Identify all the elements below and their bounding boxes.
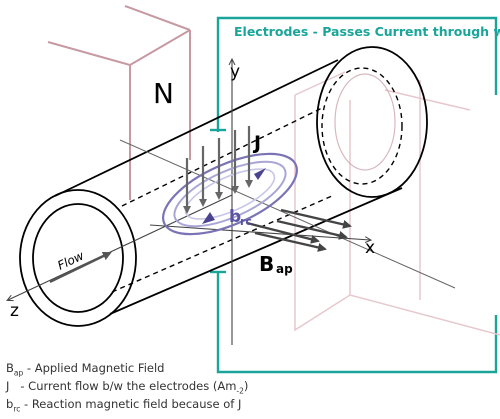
legend-text-sub: -2 — [236, 386, 244, 396]
pipe — [19, 46, 428, 327]
pipe-top-edge — [54, 59, 339, 197]
legend-text: - Reaction magnetic field because of J — [20, 397, 242, 411]
bap-label: B ap — [259, 252, 293, 276]
x-axis — [149, 224, 370, 240]
x-axis-label: x — [365, 238, 375, 258]
legend-text: - Applied Magnetic Field — [23, 361, 165, 375]
legend-item-bap: Bap - Applied Magnetic Field — [6, 361, 164, 377]
north-pole-label: N — [153, 77, 174, 110]
legend-item-brc: brc - Reaction magnetic field because of… — [6, 397, 241, 413]
pipe-front-outer — [19, 189, 137, 327]
j-label: J — [252, 132, 261, 154]
bap-field-arrows — [246, 208, 352, 252]
bap-label-main: B — [259, 252, 274, 276]
flow-label: Flow — [55, 248, 86, 272]
pipe-front-inner — [32, 203, 124, 313]
j-current-arrows — [183, 126, 253, 214]
brc-label: b rc — [229, 207, 252, 228]
electrode-top-wire — [216, 16, 498, 132]
magnet-north — [47, 5, 191, 200]
pipe-back-outer — [316, 46, 428, 198]
magnet-south — [294, 71, 500, 336]
electrode-bottom-wire — [216, 272, 498, 374]
electrodes-title: Electrodes - Passes Current through wate… — [234, 24, 500, 39]
axes — [8, 60, 370, 345]
brc-arrowhead-top — [254, 168, 266, 180]
brc-label-main: b — [229, 207, 241, 227]
z-axis-label: z — [10, 301, 19, 321]
pipe-bottom-edge — [109, 187, 403, 315]
legend-text: - Current flow b/w the electrodes (Am — [9, 379, 237, 393]
brc-label-sub: rc — [240, 215, 252, 228]
flow-arrow — [49, 251, 112, 283]
legend-symbol: B — [6, 361, 14, 375]
bap-label-sub: ap — [276, 262, 293, 276]
electrode-frame — [210, 16, 498, 374]
legend-symbol-sub: rc — [13, 404, 21, 414]
z-axis — [8, 194, 233, 300]
pipe-back-inner — [334, 73, 396, 171]
brc-arrowhead-bottom — [202, 212, 215, 224]
legend-item-j: J - Current flow b/w the electrodes (Am-… — [6, 379, 248, 395]
legend-symbol-sub: ap — [13, 368, 24, 378]
pipe-hidden-lines — [111, 67, 403, 293]
legend-text-tail: ) — [243, 379, 249, 393]
legend-symbol: J — [6, 379, 10, 393]
centerline — [119, 139, 456, 289]
y-axis-label: y — [230, 62, 240, 82]
legend-symbol: b — [6, 397, 14, 411]
brc-field-rings — [162, 152, 298, 236]
